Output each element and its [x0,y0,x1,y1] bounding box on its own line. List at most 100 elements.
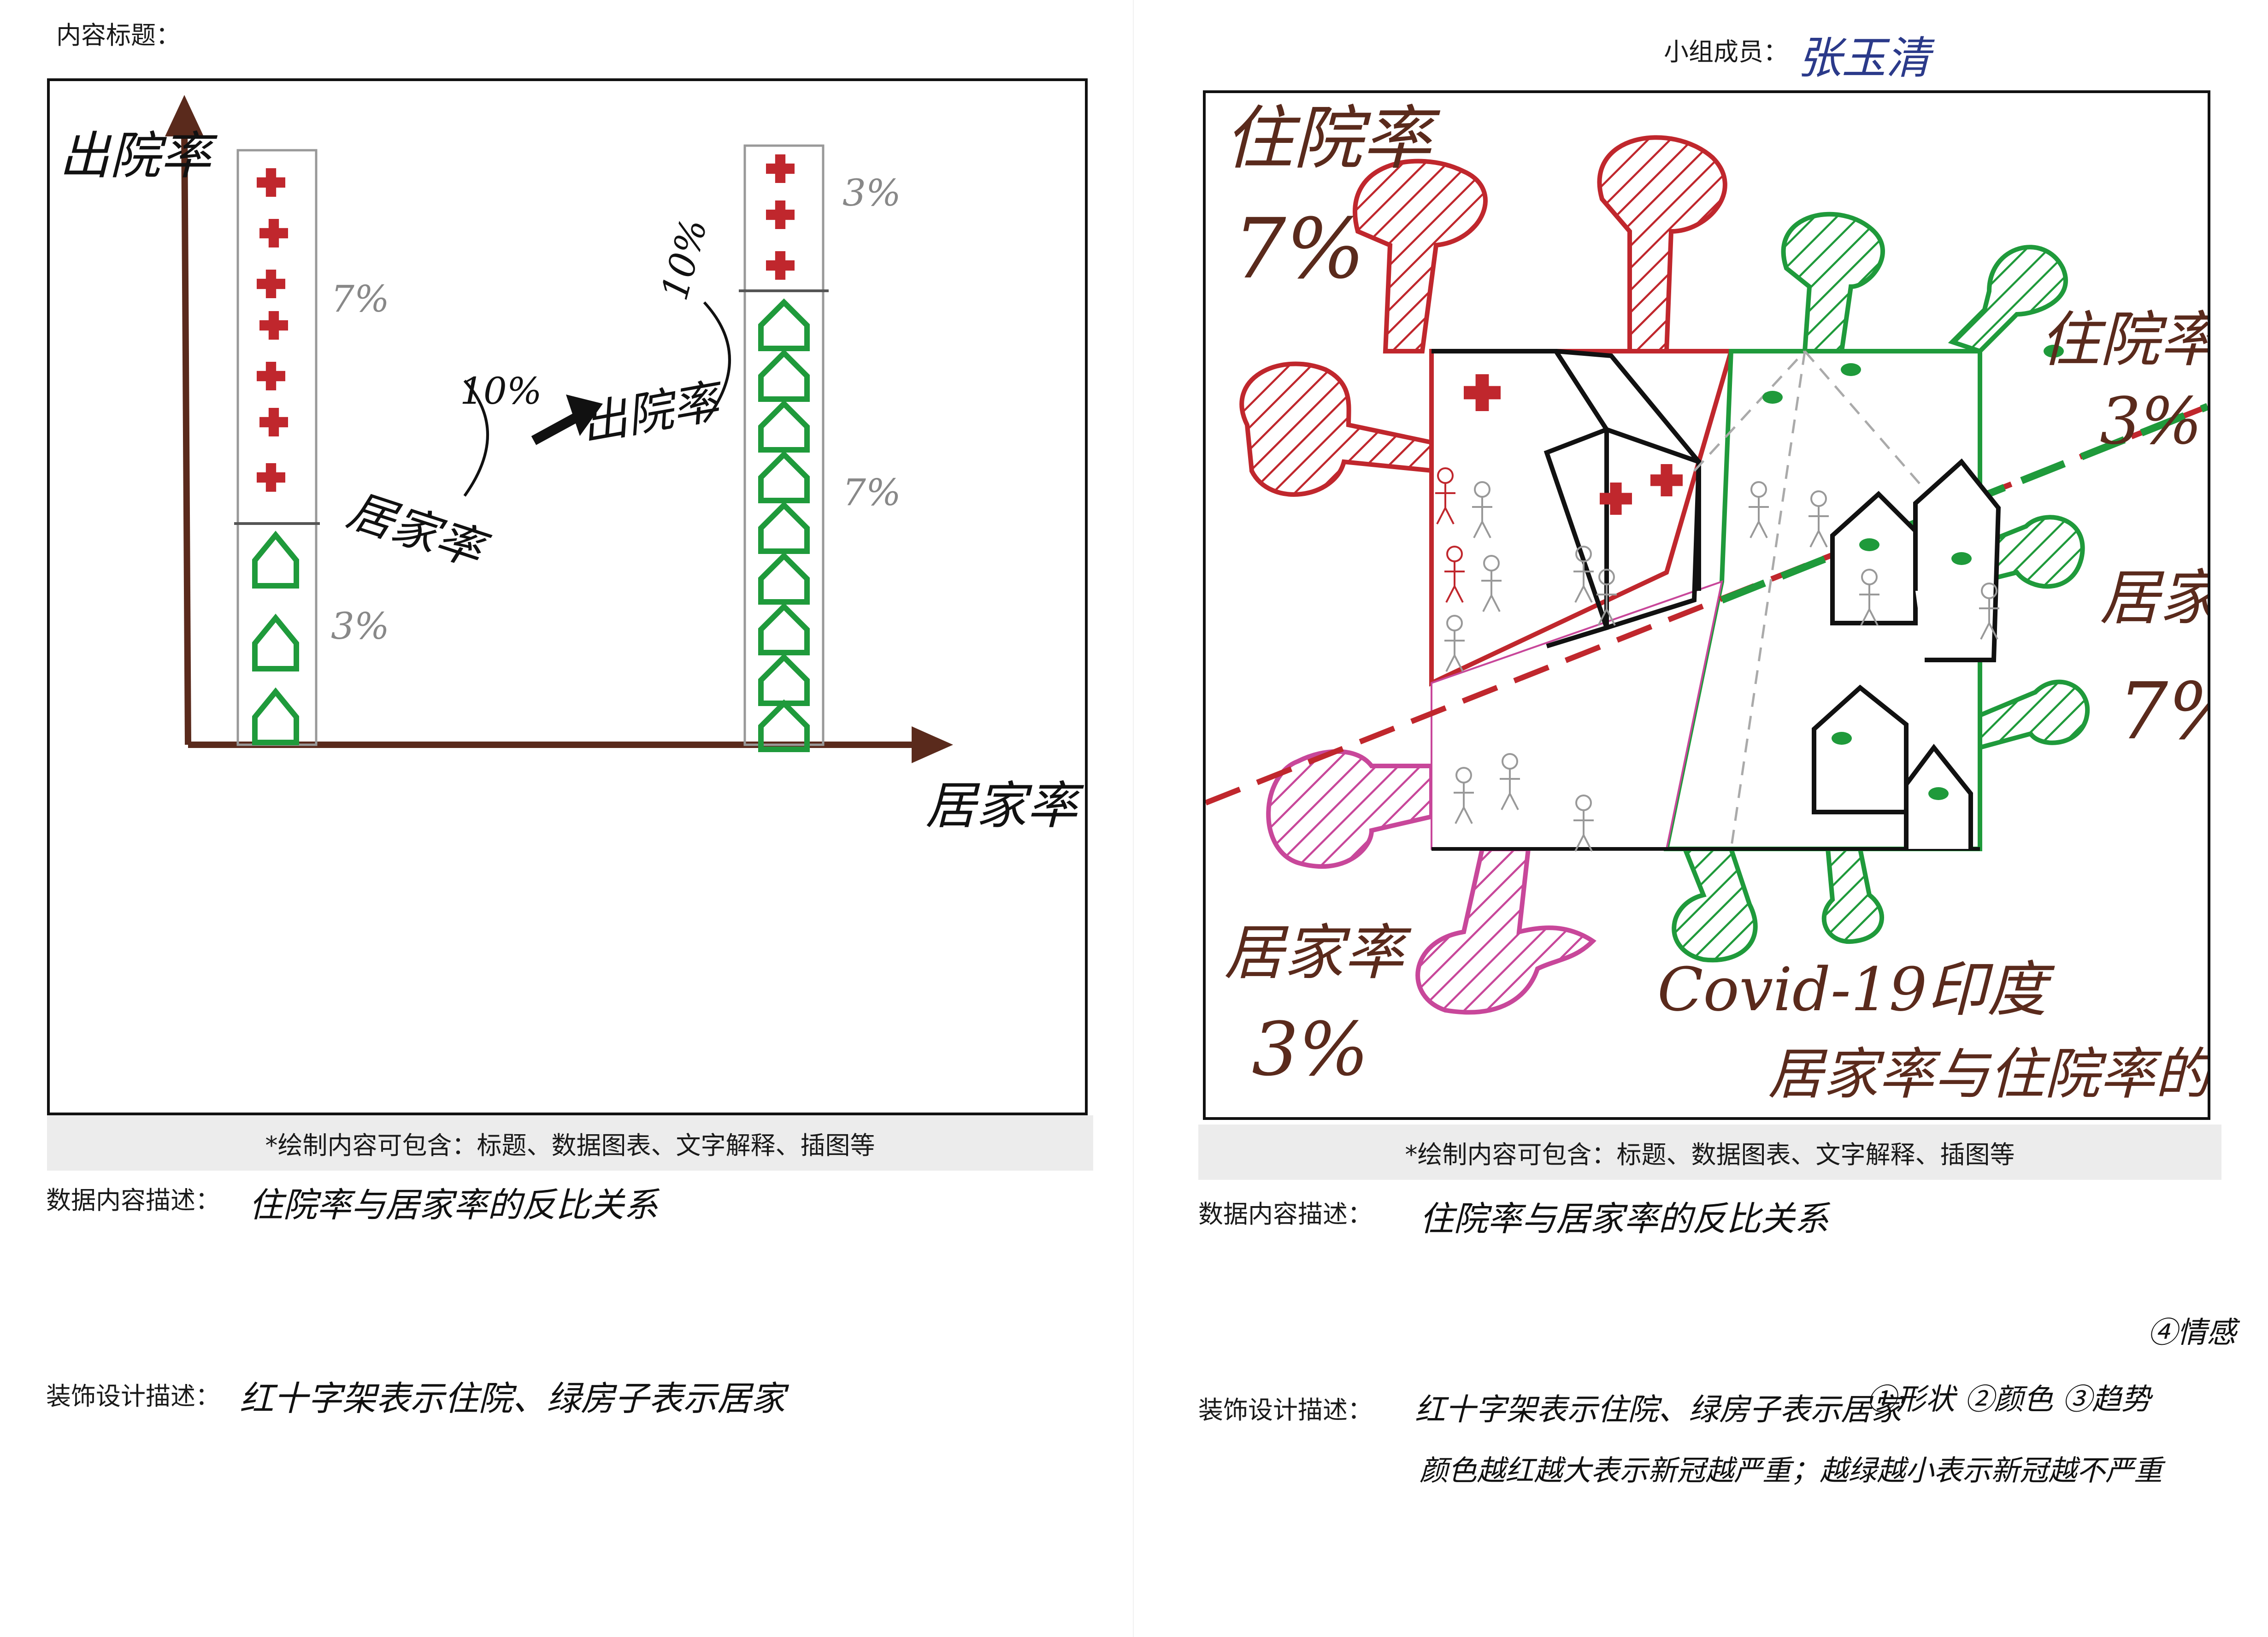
left-data-desc-label: 数据内容描述： [46,1186,220,1215]
right-data-desc-value: 住院率与居家率的反比关系 [1420,1199,1829,1239]
bar1-red-crosses [257,168,288,492]
green-house [252,613,299,671]
green-roof-mark [2044,345,2064,358]
green-roof-mark [1859,538,1879,551]
x-axis-label: 居家率 [925,776,1084,835]
drawing-title-line2: 居家率与住院率的关系 [1768,1042,2208,1107]
red-cross [259,311,288,340]
green-roof-mark [1762,391,1783,404]
red-cross [257,168,285,197]
drawing-title-line1: Covid-19印度 [1657,954,2055,1025]
green-roof-mark [1951,552,1972,565]
members-label: 小组成员： [1664,37,1788,66]
flow-arrow-head [566,395,603,436]
left-deco-desc-value: 红十字架表示住院、绿房子表示居家 [240,1379,785,1419]
change-label-1: 10% [460,370,542,412]
red-cross [259,219,288,247]
stick-figure [1573,546,1594,603]
pink-spikes [1266,749,1596,1015]
green-house [252,687,299,745]
x-axis-arrow [912,726,953,763]
bar1-green-houses [252,530,299,745]
grey-dashed-lines [1693,350,1926,849]
right-hint-band: *绘制内容可包含：标题、数据图表、文字解释、插图等 [1198,1125,2221,1180]
page-fold [1133,0,1134,1637]
green-house [758,699,810,752]
red-cross [766,251,795,280]
green-roof-mark [1832,732,1852,745]
bar2-red-crosses [766,154,795,280]
bar2-bottom-pct: 7% [842,471,901,514]
top-right-pct: 3% [2100,384,2202,459]
green-house [758,450,810,503]
stick-figure [1472,481,1492,538]
left-chart-drawing: 出院率 居家率 7% 3% 3% 7% 居家率 10% 出院率 10% [59,95,1084,835]
hospital-crosses [1464,374,1683,515]
stick-figure [1444,615,1465,672]
hospital-cross [1650,464,1683,496]
top-left-pct: 7% [1233,201,1365,297]
stick-figure [1979,583,1999,640]
right-deco-desc-line2: 颜色越红越大表示新冠越严重；越绿越小表示新冠越不严重 [1420,1454,2163,1487]
green-roof-mark [1928,787,1949,800]
green-house [758,349,810,402]
red-cross [766,154,795,183]
mid-right-pct: 7% [2118,666,2208,757]
body-red-region [1429,349,1734,687]
right-deco-desc-label: 装饰设计描述： [1198,1396,1373,1425]
bar2-outline [743,144,825,746]
red-cross [259,408,288,436]
house-green-roof-marks [1762,345,2064,800]
right-deco-point-4: ④情感 [2148,1316,2236,1350]
top-right-label: 住院率 [2040,305,2208,375]
members-value: 张玉清 [1797,32,1930,84]
annotation-home-rate: 居家率 [342,483,495,579]
stick-figure [1596,569,1617,626]
y-axis-line [181,127,191,745]
red-cross [257,270,285,298]
stick-figure [1435,467,1455,524]
hospital-cross [1600,483,1632,515]
content-title-label: 内容标题： [56,21,181,50]
change-label-2: 10% [653,214,716,305]
right-data-desc-label: 数据内容描述： [1198,1200,1373,1229]
stick-figure [1749,481,1769,538]
bar1-bottom-pct: 3% [331,605,389,648]
left-data-desc-value: 住院率与居家率的反比关系 [249,1185,658,1225]
stick-figure [1444,546,1465,603]
stick-figure [1454,767,1474,824]
green-house [758,552,810,605]
stick-figure [1809,490,1829,548]
right-drawing-frame: 住院率 7% 住院率 3% 居家率 7% 居家率 3% Covid-19印度 居… [1203,90,2268,1120]
curve-arrow-1 [463,379,489,497]
stick-figures [1435,467,1999,852]
green-roof-mark [1841,363,1861,376]
right-deco-points: ①形状 ②颜色 ③趋势 [1867,1383,2151,1417]
stick-figure [1573,795,1594,852]
green-spikes [1672,212,2090,963]
red-cross [257,463,285,492]
bar2-top-pct: 3% [842,171,901,214]
right-deco-desc-value: 红十字架表示住院、绿房子表示居家 [1415,1392,1902,1427]
bar1-top-pct: 7% [331,277,389,320]
green-house [252,530,299,589]
left-deco-desc-label: 装饰设计描述： [46,1382,220,1411]
green-house [758,400,810,453]
hospital-buildings [1431,349,1702,648]
right-virus-drawing: 住院率 7% 住院率 3% 居家率 7% 居家率 3% Covid-19印度 居… [1204,99,2268,1107]
hospital-cross [1464,374,1501,411]
red-cross [257,362,285,390]
green-house [758,298,810,351]
y-axis-arrow [165,95,204,136]
red-cross [766,200,795,229]
red-spikes [1239,135,1727,497]
curve-arrow-2 [703,301,731,423]
left-drawing-frame: 出院率 居家率 7% 3% 3% 7% 居家率 10% 出院率 10% [47,78,1088,1115]
stick-figure [1481,555,1502,612]
green-house [758,602,810,655]
top-left-label: 住院率 [1224,99,1441,179]
stick-figure [1500,753,1520,810]
green-house [758,653,810,706]
green-house [758,501,810,554]
annotation-discharge-rate: 出院率 [577,373,729,452]
